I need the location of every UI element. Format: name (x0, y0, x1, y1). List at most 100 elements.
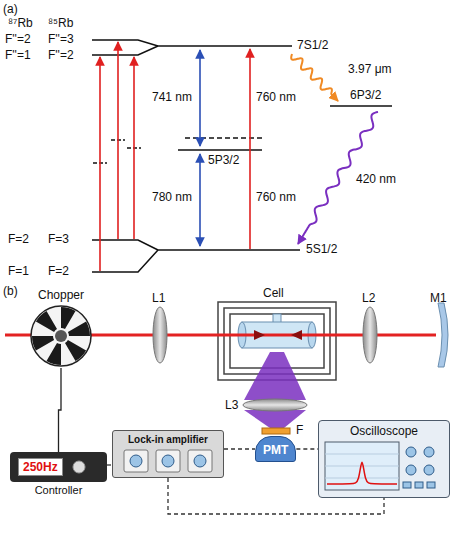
energy-level (330, 105, 392, 107)
wheel-rim (31, 306, 91, 366)
lens (153, 307, 167, 363)
hyperfine-label: F''=3 (48, 32, 74, 46)
wheel-blade (32, 336, 54, 351)
knob (73, 461, 85, 473)
hyperfine-label: F=1 (8, 264, 29, 278)
panel-label: (a) (3, 2, 18, 16)
frequency-display: 250Hz (23, 460, 58, 474)
hyperfine-label: F=2 (8, 232, 29, 246)
device-name: Lock-in amplifier (118, 434, 218, 446)
front-panel (118, 448, 218, 474)
signal-cable (224, 448, 255, 449)
bnc-jack (194, 455, 206, 467)
transition-arrow (199, 50, 201, 146)
laser-arrow (99, 57, 101, 271)
isotope-label: ⁸⁷Rb (8, 16, 33, 30)
scope-screen (325, 442, 399, 490)
hyperfine-level (92, 240, 158, 250)
signal-trace (327, 462, 397, 484)
grid-line (325, 466, 399, 467)
controller-panel: 250Hz (10, 452, 107, 482)
device-name: Chopper (22, 288, 100, 302)
drive-cable (59, 368, 62, 452)
hyperfine-level (92, 46, 158, 55)
optic-label: L2 (362, 291, 375, 305)
wheel-hub (55, 330, 67, 342)
display-window: 250Hz (18, 458, 63, 476)
energy-level (158, 45, 292, 47)
device-name: Oscilloscope (323, 424, 445, 438)
scope-button (427, 482, 435, 488)
wavelength-label: 780 nm (152, 190, 192, 204)
beam-arrow (291, 330, 302, 340)
wavelength-label: 741 nm (152, 90, 192, 104)
laser-arrow (249, 49, 251, 249)
energy-levels (92, 40, 392, 272)
device-name: Controller (10, 483, 107, 497)
bnc-jack (130, 455, 142, 467)
energy-level (158, 249, 300, 251)
panel-label: (b) (3, 284, 18, 298)
wavelength-label: 760 nm (256, 90, 296, 104)
scope-button (403, 482, 411, 488)
hyperfine-label: F''=2 (5, 32, 31, 46)
mirror (438, 303, 448, 367)
scope-knob (406, 465, 416, 475)
hyperfine-level (92, 40, 158, 46)
wheel-blade (36, 311, 57, 332)
optic-label: L1 (152, 291, 165, 305)
scope-knob (424, 447, 434, 457)
isotope-label: ⁸⁵Rb (48, 16, 73, 30)
wheel-blade (61, 307, 76, 329)
grid-line (325, 478, 399, 479)
lens (363, 307, 377, 363)
oscilloscope: Oscilloscope (318, 420, 450, 498)
scope-front (323, 440, 443, 494)
optic-label: M1 (430, 291, 447, 305)
decay-arrows (291, 54, 378, 244)
scope-button (415, 482, 423, 488)
chopper-blades (29, 304, 93, 368)
level-label: 5S1/2 (306, 242, 337, 256)
scope-knob (406, 447, 416, 457)
level-label: 5P3/2 (208, 153, 239, 167)
laser-arrow (117, 42, 119, 239)
level-label: 7S1/2 (297, 38, 328, 52)
input-panel (156, 450, 180, 472)
hyperfine-label: F=2 (48, 264, 69, 278)
filter (262, 428, 290, 434)
optic-label: L3 (225, 398, 238, 412)
optic-label: Cell (263, 286, 284, 300)
wheel-blade (68, 322, 90, 337)
wheel-blade (65, 340, 86, 361)
chopper-controller: 250HzController (10, 452, 107, 497)
wavelength-label: 420 nm (356, 172, 396, 186)
experimental-setup (5, 302, 448, 434)
infrared-decay (291, 54, 338, 101)
hyperfine-level (92, 250, 158, 272)
transition-arrows (100, 42, 250, 271)
grid-line (325, 454, 399, 455)
device-name: PMT (263, 443, 288, 457)
scope-knob (424, 465, 434, 475)
laser-arrow (133, 57, 135, 239)
lock-in-amplifier: Lock-in amplifier (112, 430, 224, 478)
wavelength-label: 760 nm (256, 190, 296, 204)
control-knob (71, 459, 87, 475)
wheel-blade (47, 343, 62, 365)
level-label: 6P3/2 (350, 88, 381, 102)
fluorescence (244, 352, 306, 400)
transition-arrow (199, 154, 201, 246)
input-panel (188, 450, 212, 472)
wavelength-label: 3.97 μm (348, 62, 392, 76)
beam-arrow (254, 330, 265, 340)
chopper-wheel: Chopper (22, 288, 100, 368)
hyperfine-label: F=3 (48, 232, 69, 246)
input-panel (124, 450, 148, 472)
bnc-jack (162, 455, 174, 467)
optic-label: F (296, 423, 303, 437)
signal-cable (296, 448, 318, 449)
lens (243, 399, 307, 411)
hyperfine-label: F''=1 (5, 48, 31, 62)
